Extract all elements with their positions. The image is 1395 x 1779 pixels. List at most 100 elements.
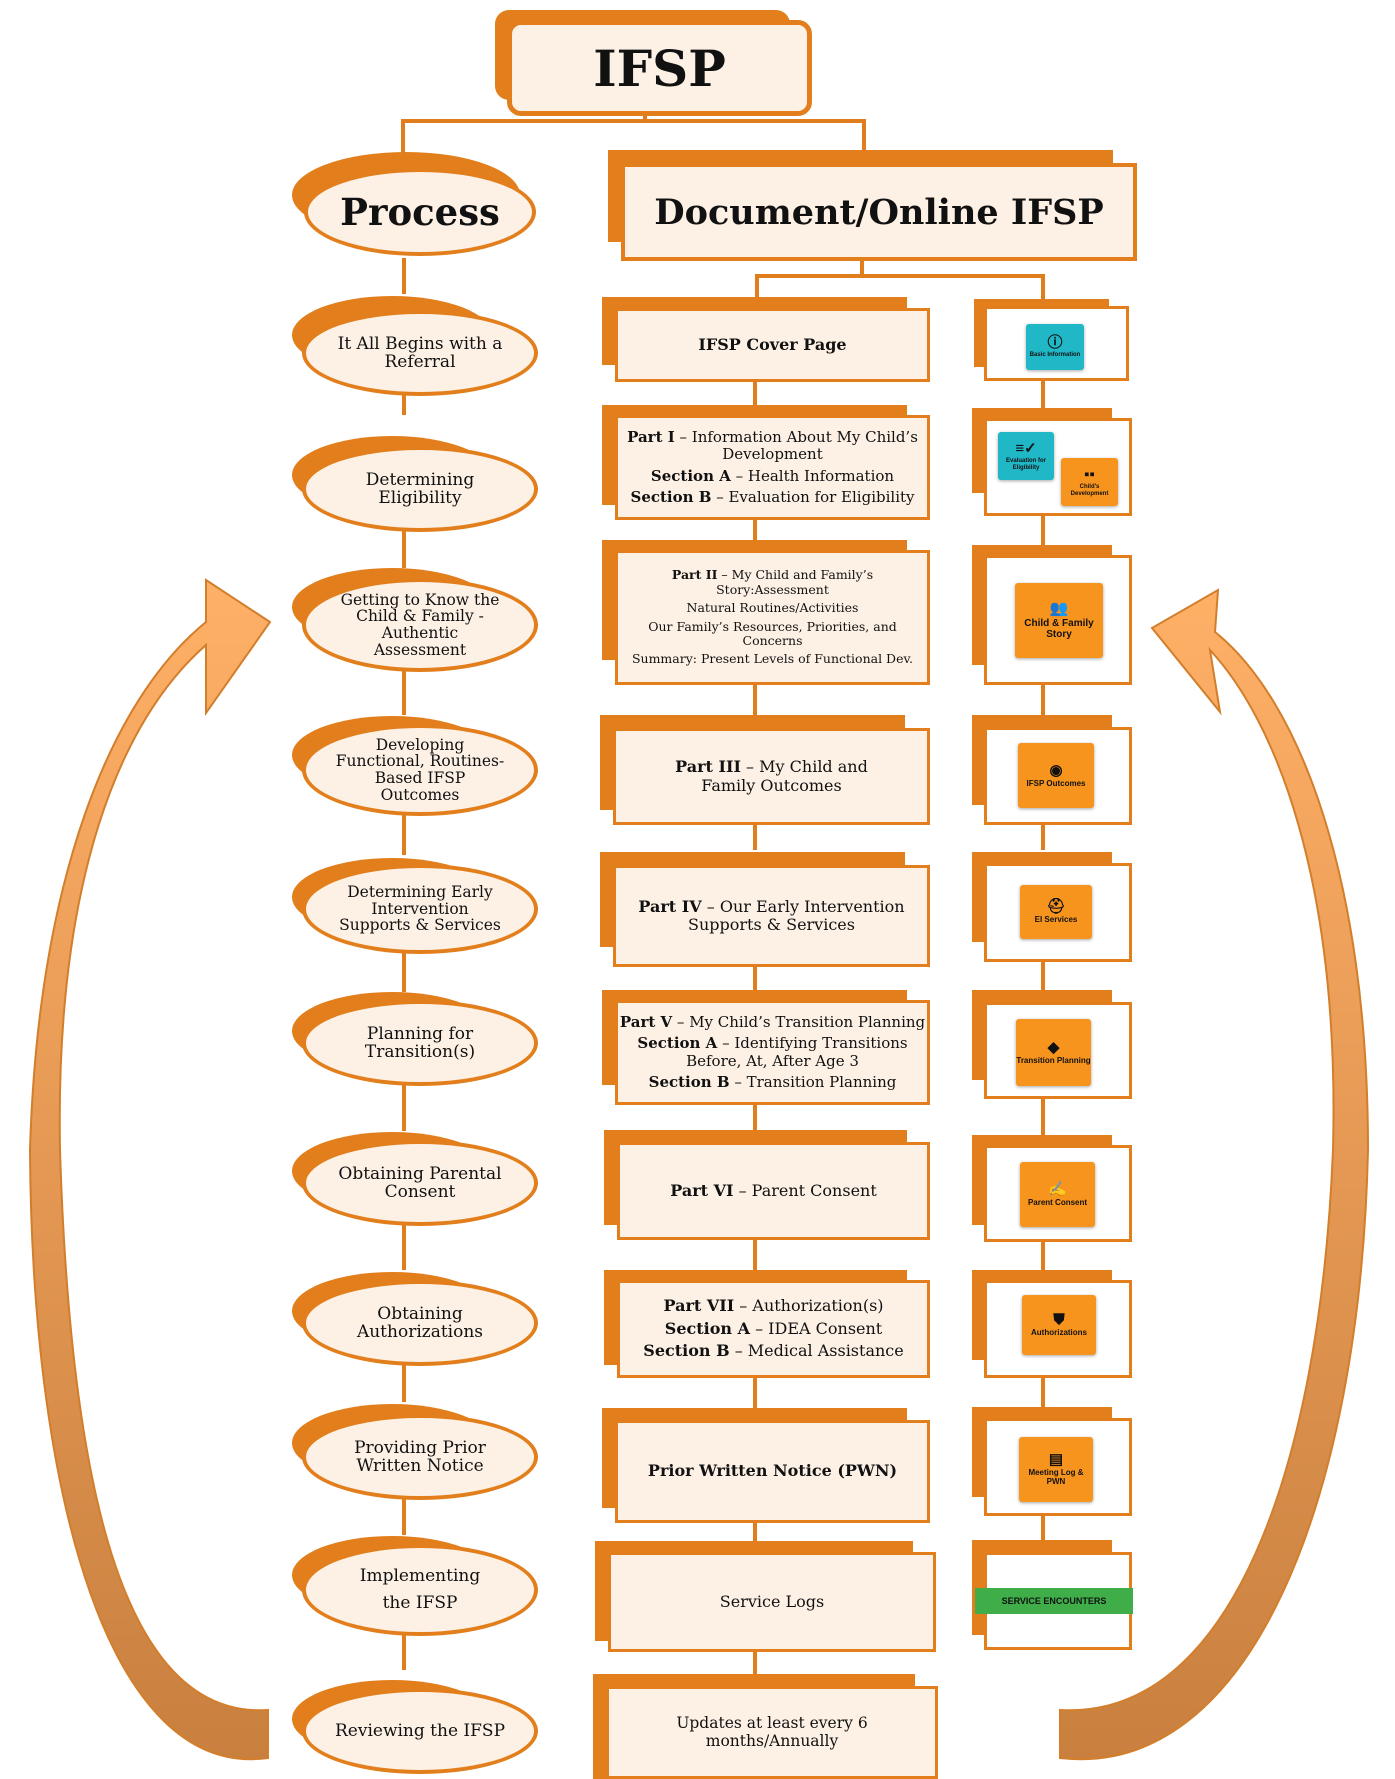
process-step: Obtaining Authorizations	[302, 1280, 538, 1366]
tile-label: Parent Consent	[1027, 1197, 1088, 1207]
doc-line: Summary: Present Levels of Functional De…	[631, 651, 914, 667]
process-step: Developing Functional, Routines-Based IF…	[302, 724, 538, 816]
tile-label: Child's Development	[1070, 483, 1109, 497]
process-header: Process	[304, 168, 536, 256]
document-header-label: Document/Online IFSP	[654, 191, 1104, 233]
tile-label: Authorizations	[1031, 1328, 1087, 1338]
shield-icon: ⛊	[1053, 1311, 1065, 1329]
compass-icon: ◉	[1049, 761, 1063, 779]
doc-part-label: Part I	[627, 428, 675, 446]
tile-label: Evaluation for Eligibility	[1005, 457, 1046, 471]
doc-updates-label: Updates at least every 6 months/Annually	[676, 1713, 868, 1750]
doc-part-2: Part II – My Child and Family’s Story:As…	[615, 550, 930, 685]
tile-label: Child & Family Story	[1024, 618, 1094, 640]
doc-part-text: – My Child and Family’s Story:Assessment	[716, 567, 874, 597]
doc-part-3: Part III – My Child and Family Outcomes	[613, 728, 930, 825]
doc-part-text: – Authorization(s)	[734, 1296, 884, 1316]
process-step: Planning for Transition(s)	[302, 1000, 538, 1086]
doc-part-label: Part II	[671, 567, 718, 583]
process-step: Getting to Know the Child & Family - Aut…	[302, 578, 538, 672]
process-step-label: Determining Eligibility	[365, 469, 475, 508]
doc-part-4: Part IV – Our Early Intervention Support…	[613, 865, 930, 967]
tile-parent-consent[interactable]: ✍Parent Consent	[1020, 1162, 1095, 1227]
right-cycle-arrow	[1059, 588, 1370, 1761]
process-step-label: Getting to Know the Child & Family - Aut…	[340, 590, 500, 659]
doc-service-logs-label: Service Logs	[719, 1591, 825, 1611]
doc-section-label: Section B	[648, 1072, 730, 1091]
process-step: It All Begins with a Referral	[302, 310, 538, 396]
signature-icon: ✍	[1048, 1180, 1067, 1198]
process-step: Determining Eligibility	[302, 446, 538, 532]
doc-part-text: – Information About My Child’s Developme…	[674, 428, 918, 464]
doc-section-text: – Evaluation for Eligibility	[711, 487, 915, 506]
tile-label: Transition Planning	[1016, 1055, 1091, 1065]
doc-part-6: Part VI – Parent Consent	[617, 1142, 930, 1240]
process-step-label: Determining Early Intervention Supports …	[339, 882, 501, 935]
doc-part-text: – My Child’s Transition Planning	[672, 1013, 926, 1031]
doc-section-label: Section A	[664, 1318, 750, 1338]
doc-pwn-label: Prior Written Notice (PWN)	[647, 1461, 898, 1481]
chat-icon: ▤	[1048, 1451, 1064, 1469]
doc-section-label: Section B	[630, 487, 712, 506]
process-header-label: Process	[340, 190, 500, 234]
tile-meeting-log-pwn[interactable]: ▤Meeting Log & PWN	[1019, 1437, 1093, 1502]
service-encounters-bar[interactable]: SERVICE ENCOUNTERS	[975, 1588, 1133, 1614]
doc-section-text: – Identifying Transitions Before, At, Af…	[686, 1034, 908, 1070]
doc-part-text: – Our Early Intervention Supports & Serv…	[688, 896, 905, 934]
process-step-label: Developing Functional, Routines-Based IF…	[335, 735, 505, 804]
doc-part-label: Part VI	[670, 1180, 734, 1200]
doc-part-7: Part VII – Authorization(s) Section A – …	[617, 1280, 930, 1378]
doc-part-5: Part V – My Child’s Transition Planning …	[615, 1000, 930, 1105]
doc-service-logs: Service Logs	[608, 1552, 936, 1652]
info-icon: ⓘ	[1047, 334, 1063, 352]
doc-section-text: – IDEA Consent	[750, 1318, 883, 1338]
tile-ei-services[interactable]: ⛑EI Services	[1020, 885, 1092, 939]
tile-childs-development[interactable]: ▪▪Child's Development	[1061, 458, 1118, 506]
doc-part-label: Part III	[675, 757, 741, 777]
sign-icon: ◆	[1047, 1038, 1060, 1056]
process-step: Obtaining Parental Consent	[302, 1140, 538, 1226]
tile-label: IFSP Outcomes	[1026, 778, 1086, 788]
doc-part-label: Part V	[619, 1013, 673, 1031]
people-icon: 👥	[1049, 600, 1069, 617]
left-cycle-arrow	[28, 578, 272, 1761]
tile-ifsp-outcomes[interactable]: ◉IFSP Outcomes	[1018, 743, 1094, 808]
document-header: Document/Online IFSP	[621, 163, 1137, 261]
tile-label: EI Services	[1034, 915, 1078, 925]
screen-basic	[984, 306, 1129, 381]
tile-child-family-story[interactable]: 👥Child & Family Story	[1015, 583, 1103, 658]
doc-line: Natural Routines/Activities	[686, 600, 859, 616]
process-step-label: It All Begins with a Referral	[337, 333, 503, 372]
tile-transition-planning[interactable]: ◆Transition Planning	[1016, 1019, 1091, 1086]
title: IFSP	[593, 38, 726, 98]
doc-cover-page: IFSP Cover Page	[615, 308, 930, 382]
doc-updates: Updates at least every 6 months/Annually	[606, 1686, 938, 1779]
tile-authorizations[interactable]: ⛊Authorizations	[1022, 1295, 1096, 1355]
tile-label: Basic Information	[1029, 352, 1081, 359]
doc-cover-label: IFSP Cover Page	[698, 334, 847, 354]
doc-section-label: Section B	[643, 1341, 730, 1361]
process-step: Reviewing the IFSP	[302, 1688, 538, 1774]
process-step-label: Obtaining Parental Consent	[338, 1163, 502, 1202]
process-step-label: Reviewing the IFSP	[334, 1720, 506, 1741]
doc-section-text: – Transition Planning	[729, 1072, 897, 1091]
tile-evaluation-for-eligibility[interactable]: ≡✓Evaluation for Eligibility	[998, 432, 1054, 480]
doc-section-label: Section A	[650, 466, 731, 485]
grid-icon: ▪▪	[1084, 465, 1095, 483]
medical-icon: ⛑	[1046, 898, 1066, 916]
doc-part-text: – Parent Consent	[733, 1180, 877, 1200]
process-step-label: Implementing the IFSP	[359, 1565, 481, 1613]
doc-section-label: Section A	[637, 1034, 718, 1053]
process-step: Implementing the IFSP	[302, 1544, 538, 1636]
title-box: IFSP	[507, 20, 812, 116]
process-step-label: Providing Prior Written Notice	[354, 1437, 486, 1476]
process-step: Providing Prior Written Notice	[302, 1414, 538, 1500]
tile-label: Meeting Log & PWN	[1028, 1468, 1084, 1486]
doc-pwn: Prior Written Notice (PWN)	[615, 1420, 930, 1523]
doc-line: Our Family’s Resources, Priorities, and …	[648, 618, 897, 648]
doc-part-1: Part I – Information About My Child’s De…	[615, 415, 930, 520]
doc-part-text: – My Child and Family Outcomes	[701, 757, 868, 795]
doc-section-text: – Health Information	[730, 466, 895, 485]
